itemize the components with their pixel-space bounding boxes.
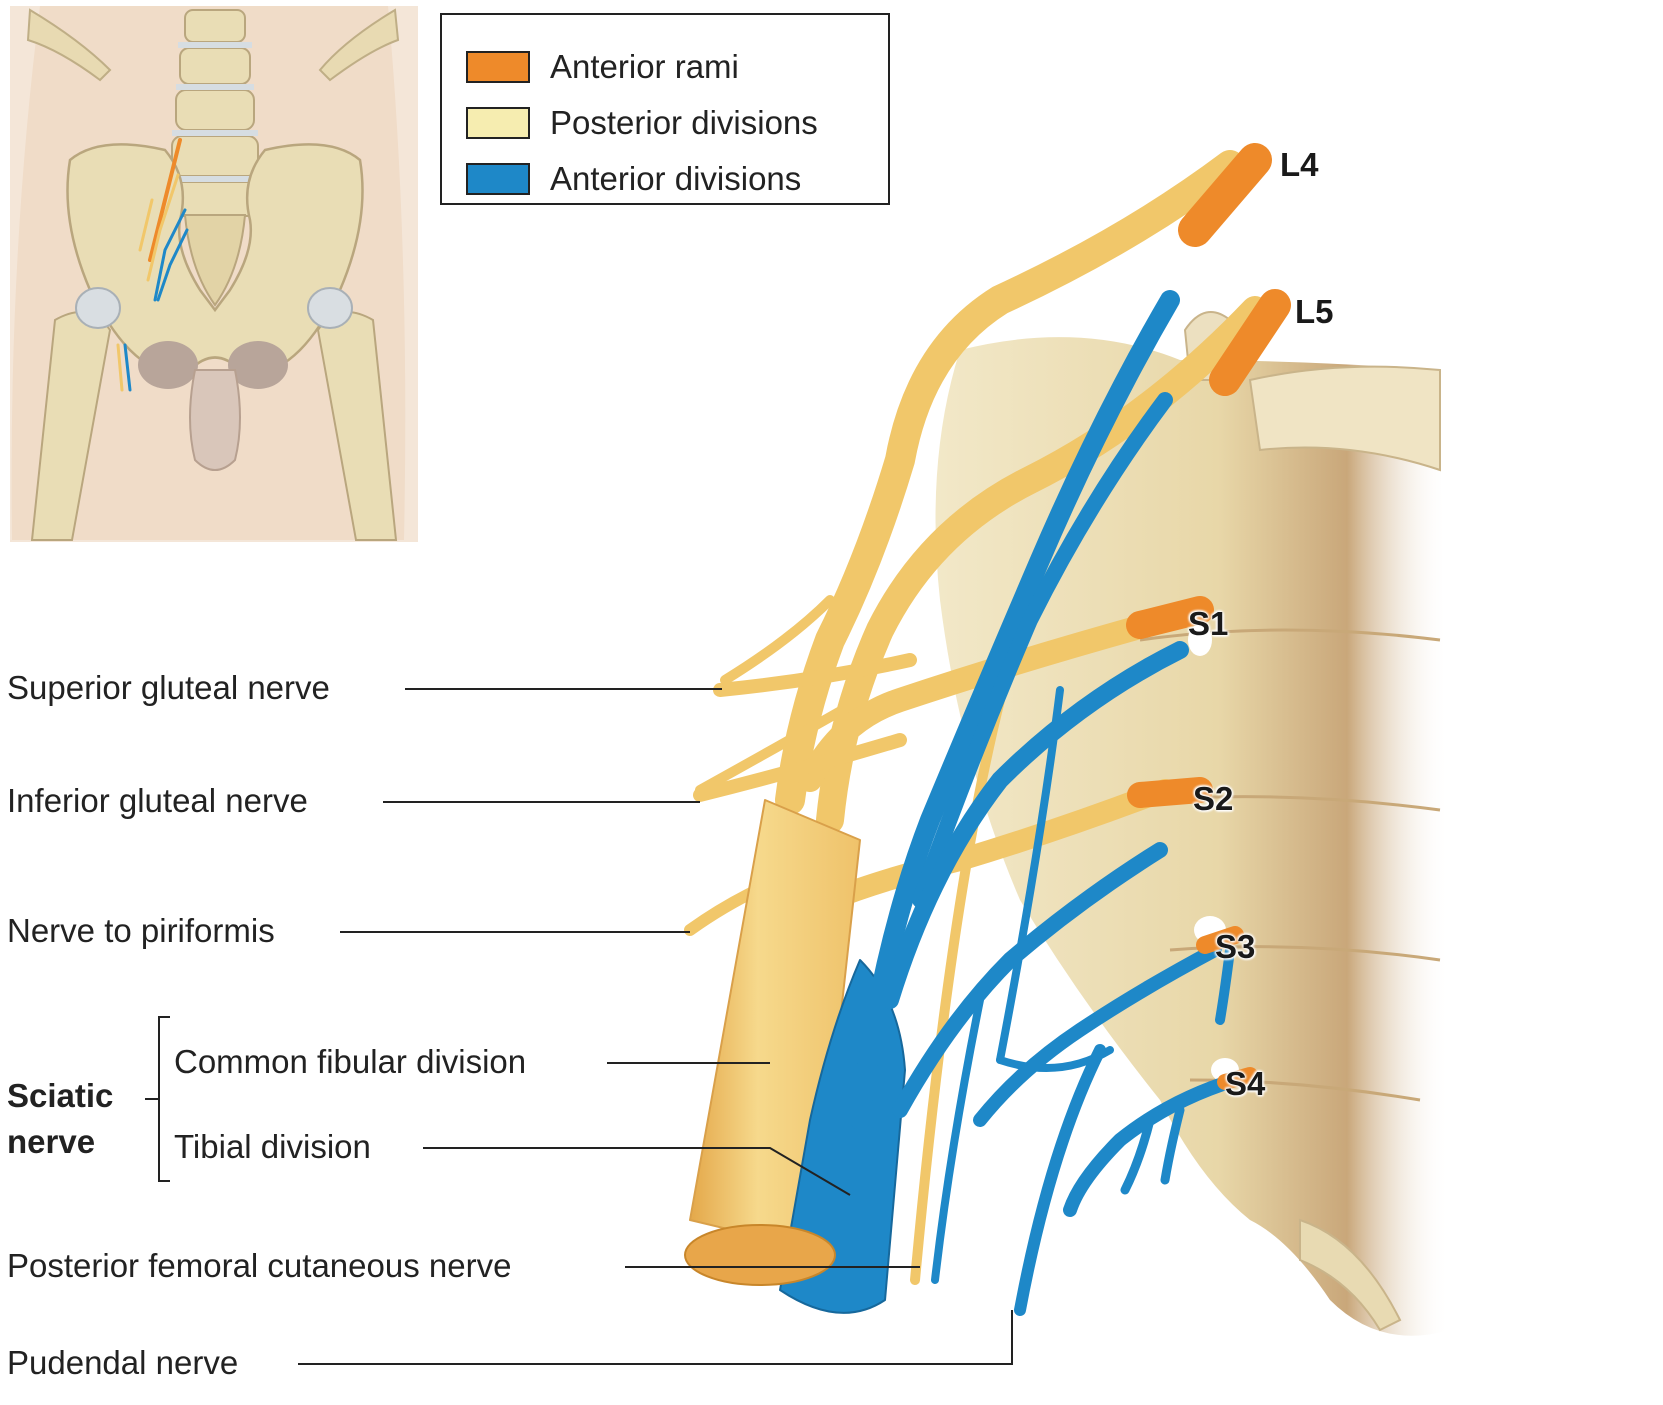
coccyx xyxy=(1299,1218,1402,1332)
right-ribs xyxy=(318,8,400,82)
legend-label: Anterior divisions xyxy=(550,160,802,197)
sacral-foramen-s1 xyxy=(1188,624,1212,656)
s3-anterior xyxy=(973,943,1222,1127)
s1-anterior xyxy=(881,641,1189,1009)
s1-to-trunk xyxy=(798,608,1177,792)
left-ribs xyxy=(26,8,112,82)
s3-anterior-ramus xyxy=(1196,926,1244,954)
label-tibial-division: Tibial division xyxy=(174,1128,371,1165)
external-genitalia xyxy=(189,369,241,471)
posterior-femoral-cutaneous-yellow xyxy=(910,695,1005,1285)
legend-label: Posterior divisions xyxy=(550,104,818,141)
label-pudendal-nerve: Pudendal nerve xyxy=(7,1344,239,1381)
l4-anterior-ramus xyxy=(1178,143,1272,247)
superior-gluteal-branch xyxy=(720,595,835,685)
blue-connector-2 xyxy=(996,1046,1114,1072)
s1-anterior-ramus xyxy=(1126,596,1214,639)
label-nerve-to-piriformis: Nerve to piriformis xyxy=(7,912,275,949)
root-label-s4: S4 xyxy=(1225,1065,1266,1102)
legend-swatch-yellow xyxy=(466,107,530,139)
sacrum-illustration xyxy=(935,311,1450,1336)
l4-l5-anterior xyxy=(850,290,1180,1130)
root-label-l4: L4 xyxy=(1280,146,1319,183)
l5-anterior xyxy=(912,392,1173,908)
body-inset xyxy=(10,6,418,542)
label-superior-gluteal-nerve: Superior gluteal nerve xyxy=(7,669,330,706)
vertebral-body-top xyxy=(1248,365,1441,472)
inferior-gluteal-nerve xyxy=(693,733,907,802)
l5-anterior-ramus xyxy=(1209,289,1291,396)
label-inferior-gluteal-nerve: Inferior gluteal nerve xyxy=(7,782,308,819)
label-sciatic: Sciatic xyxy=(7,1077,114,1114)
disc xyxy=(172,176,258,182)
s4-anterior xyxy=(1063,1073,1242,1217)
superior-gluteal-nerve xyxy=(713,653,917,697)
pudendal-nerve xyxy=(1014,1044,1106,1316)
s4-anterior-ramus xyxy=(1217,1067,1258,1090)
obturator-foramen-right xyxy=(228,341,288,389)
disc xyxy=(176,84,254,90)
label-posterior-femoral-cutaneous-nerve: Posterior femoral cutaneous nerve xyxy=(7,1247,512,1284)
legend-label: Anterior rami xyxy=(550,48,739,85)
sacrum xyxy=(183,214,247,307)
root-label-s2: S2 xyxy=(1193,780,1234,817)
right-femoral-head xyxy=(307,287,353,329)
disc xyxy=(178,42,252,48)
sciatic-bracket xyxy=(158,1016,170,1182)
label-sciatic-nerve: nerve xyxy=(7,1123,96,1160)
inset-plexus xyxy=(116,138,189,392)
legend-item-posterior-divisions: Posterior divisions xyxy=(466,103,818,143)
root-label-l5: L5 xyxy=(1295,293,1334,330)
legend-item-anterior-divisions: Anterior divisions xyxy=(466,159,801,199)
s3-branch xyxy=(1215,945,1235,1025)
left-femoral-head xyxy=(75,287,121,329)
obturator-foramen-left xyxy=(138,341,198,389)
disc xyxy=(172,130,258,136)
blue-connector-1 xyxy=(996,686,1064,1064)
legend: Anterior rami Posterior divisions Anteri… xyxy=(440,13,890,205)
legend-swatch-blue xyxy=(466,163,530,195)
inferior-gluteal-branch xyxy=(695,695,865,795)
s4-branch-1 xyxy=(1120,1115,1155,1195)
posterior-femoral-cutaneous-blue xyxy=(931,996,984,1284)
root-label-s3: S3 xyxy=(1215,928,1256,965)
legend-swatch-orange xyxy=(466,51,530,83)
leader-tibial xyxy=(423,1147,851,1196)
root-label-s1: S1 xyxy=(1188,605,1229,642)
label-common-fibular-division: Common fibular division xyxy=(174,1043,527,1080)
sacral-ridge-1 xyxy=(1139,628,1441,642)
leader-pudendal xyxy=(298,1310,1013,1365)
s2-anterior xyxy=(892,842,1168,1118)
s4-branch-2 xyxy=(1160,1105,1185,1185)
trunk-cut-end xyxy=(684,1224,836,1286)
plexus-nerves xyxy=(684,143,1291,1316)
s2-anterior-ramus xyxy=(1127,777,1213,808)
pelvis-bone xyxy=(66,143,364,374)
legend-item-anterior-rami: Anterior rami xyxy=(466,47,739,87)
leader-lines xyxy=(145,688,1013,1365)
